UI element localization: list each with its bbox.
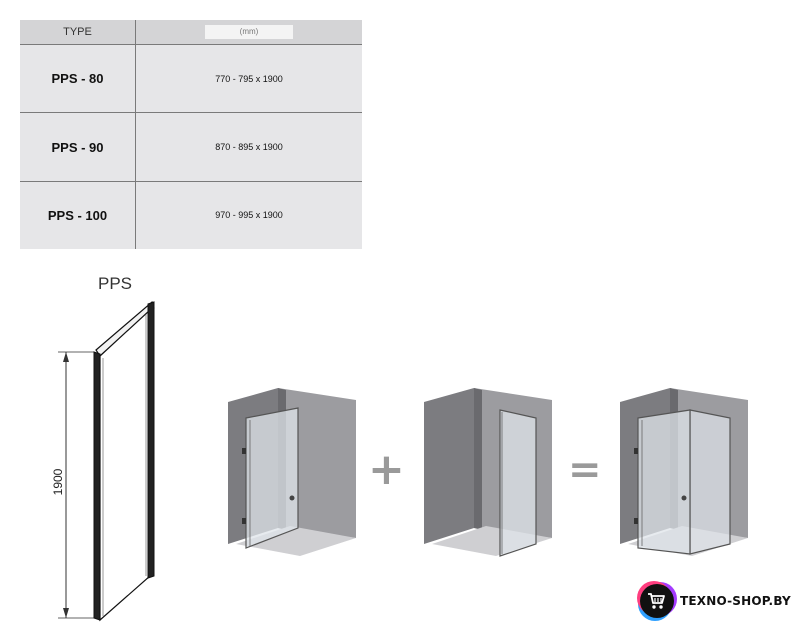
type-cell: PPS - 100 bbox=[20, 180, 136, 249]
type-cell: PPS - 90 bbox=[20, 112, 136, 182]
equals-sign: = bbox=[568, 447, 602, 493]
logo-badge bbox=[640, 584, 674, 618]
table-row: PPS - 100 970 - 995 x 1900 bbox=[20, 180, 362, 249]
header-type: TYPE bbox=[20, 20, 136, 46]
texno-shop-logo[interactable]: TEXNO-SHOP.BY bbox=[640, 584, 791, 618]
panel-technical-drawing bbox=[58, 300, 155, 622]
table-row: PPS - 90 870 - 895 x 1900 bbox=[20, 112, 362, 182]
height-label: 1900 bbox=[51, 468, 65, 496]
size-cell: 970 - 995 x 1900 bbox=[135, 180, 362, 249]
spec-table: TYPE (mm) PPS - 80 770 - 795 x 1900 PPS … bbox=[20, 20, 362, 249]
product-label: PPS bbox=[98, 274, 133, 293]
logo-text: TEXNO-SHOP.BY bbox=[680, 594, 791, 608]
size-cell: 770 - 795 x 1900 bbox=[135, 44, 362, 114]
table-row: PPS - 80 770 - 795 x 1900 bbox=[20, 44, 362, 114]
type-cell: PPS - 80 bbox=[20, 44, 136, 114]
table-header-row: TYPE (mm) bbox=[20, 20, 362, 46]
header-dimensions: (mm) bbox=[135, 20, 362, 46]
side-panel-enclosure-icon bbox=[424, 388, 552, 557]
header-dimensions-label: (mm) bbox=[205, 25, 293, 40]
corner-shower-enclosure-icon bbox=[620, 388, 748, 556]
shopping-cart-icon bbox=[648, 593, 665, 609]
plus-sign: + bbox=[368, 444, 405, 495]
shower-door-enclosure-icon bbox=[228, 388, 356, 556]
size-cell: 870 - 895 x 1900 bbox=[135, 112, 362, 182]
